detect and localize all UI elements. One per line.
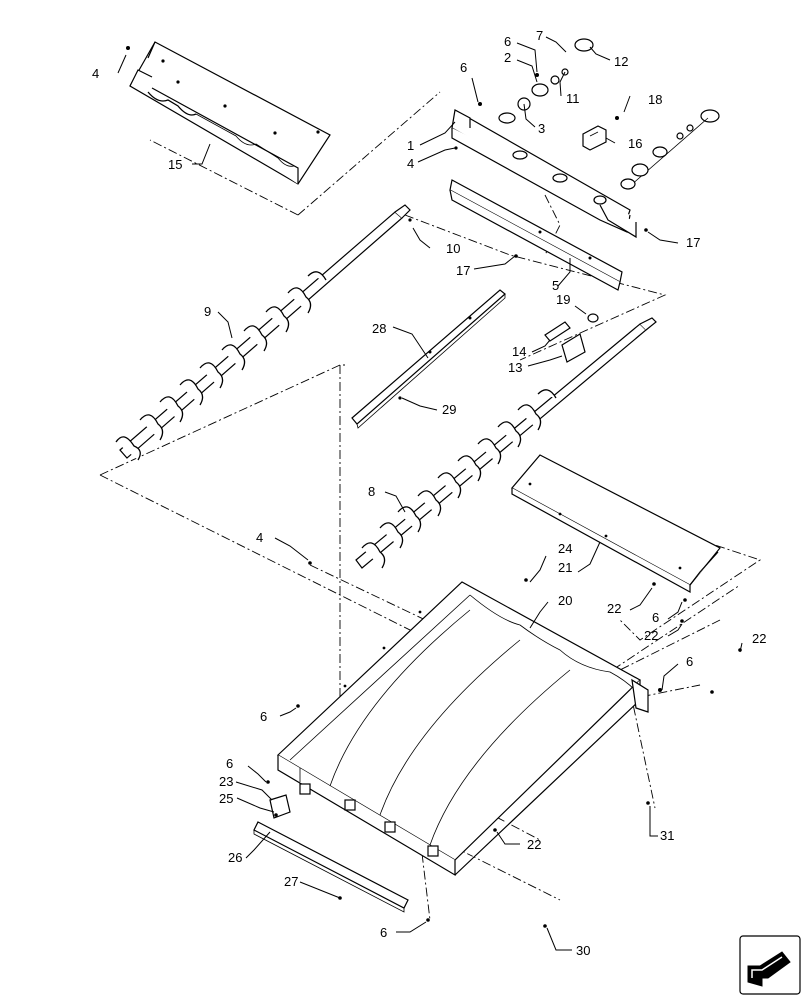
callout-6: 6	[686, 654, 693, 669]
callout-22: 22	[752, 631, 766, 646]
callout-14: 14	[512, 344, 526, 359]
callout-22: 22	[607, 601, 621, 616]
callout-8: 8	[368, 484, 375, 499]
callout-21: 21	[558, 560, 572, 575]
callout-11: 11	[566, 91, 580, 106]
bracket-part-16	[582, 125, 607, 151]
callout-27: 27	[284, 874, 298, 889]
callout-7: 7	[536, 28, 543, 43]
callout-25: 25	[219, 791, 233, 806]
callout-17: 17	[456, 263, 470, 278]
side-panel-part-21	[511, 454, 721, 594]
callout-6: 6	[504, 34, 511, 49]
callout-6: 6	[260, 709, 267, 724]
leader-lines	[117, 36, 743, 951]
callout-31: 31	[660, 828, 674, 843]
plate-parts-13-14	[544, 313, 599, 363]
callout-24: 24	[558, 541, 572, 556]
callout-6: 6	[460, 60, 467, 75]
callout-5: 5	[552, 278, 559, 293]
auger-flights-8	[361, 389, 557, 569]
callout-1: 1	[407, 138, 414, 153]
callout-4: 4	[256, 530, 263, 545]
callout-6: 6	[380, 925, 387, 940]
callout-18: 18	[648, 92, 662, 107]
callout-22: 22	[644, 628, 658, 643]
angle-strip-part-5	[449, 179, 623, 291]
auger-flights-9	[115, 271, 327, 461]
callout-10: 10	[446, 241, 460, 256]
callout-29: 29	[442, 402, 456, 417]
previous-page-arrow-icon[interactable]	[739, 935, 801, 995]
callout-labels: 4 15 6 6 7 2 12 11 3 18 1 4 16 17 10 17 …	[92, 28, 766, 958]
callout-3: 3	[538, 121, 545, 136]
block-part-23	[269, 794, 291, 819]
trough-body-part-20	[277, 581, 649, 877]
callout-20: 20	[558, 593, 572, 608]
callout-23: 23	[219, 774, 233, 789]
callout-2: 2	[504, 50, 511, 65]
callout-19: 19	[556, 292, 570, 307]
auger-part-9	[115, 204, 411, 461]
callout-17: 17	[686, 235, 700, 250]
callout-13: 13	[508, 360, 522, 375]
bracket-rail-part-1	[451, 109, 637, 239]
strip-part-26	[253, 821, 409, 913]
callout-15: 15	[168, 157, 182, 172]
callout-28: 28	[372, 321, 386, 336]
auger-part-8	[355, 317, 657, 569]
callout-22: 22	[527, 837, 541, 852]
bar-part-28	[351, 289, 506, 429]
bearing-stack-left	[478, 38, 594, 124]
callout-4: 4	[92, 66, 99, 81]
callout-26: 26	[228, 850, 242, 865]
callout-6: 6	[652, 610, 659, 625]
callout-6: 6	[226, 756, 233, 771]
bearing-stack-right	[615, 109, 720, 190]
callout-30: 30	[576, 943, 590, 958]
flap-plate-part-15	[129, 41, 331, 185]
callout-16: 16	[628, 136, 642, 151]
callout-12: 12	[614, 54, 628, 69]
callout-4: 4	[407, 156, 414, 171]
callout-9: 9	[204, 304, 211, 319]
